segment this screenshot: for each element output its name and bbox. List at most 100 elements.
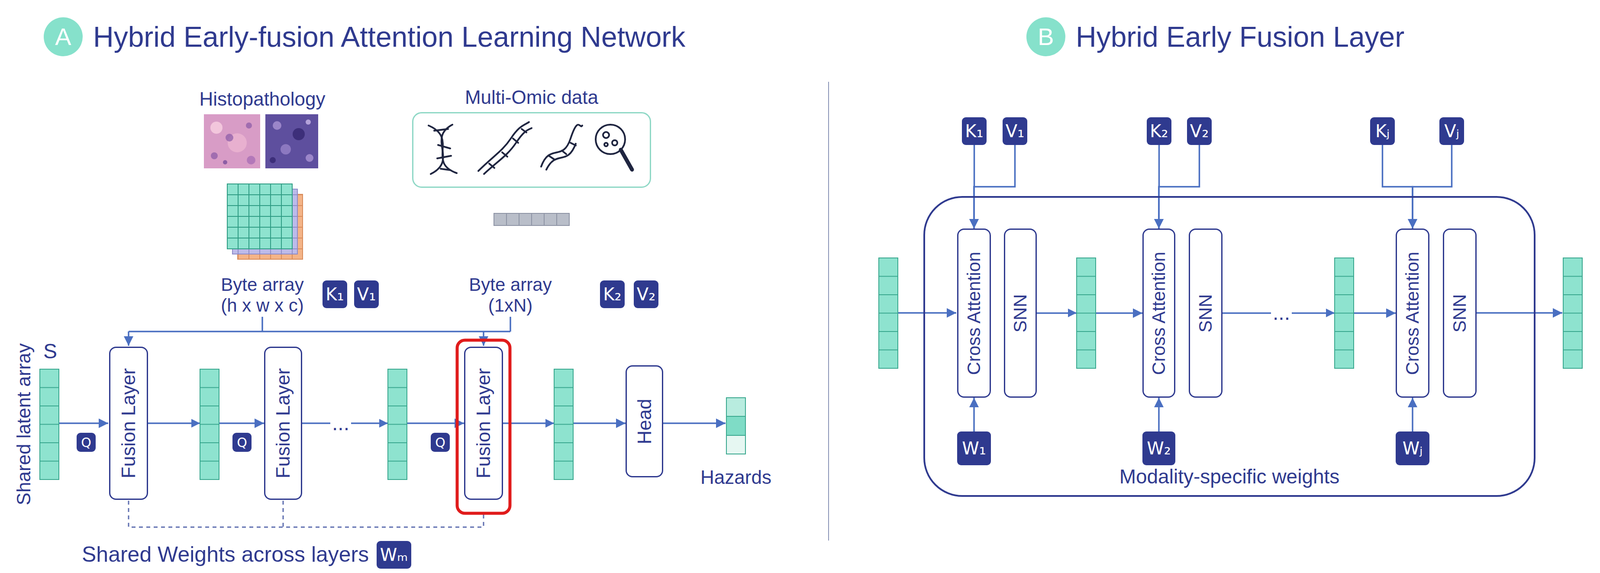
- arrow-connector: [1158, 397, 1160, 432]
- histology-tile: [210, 121, 223, 134]
- box-label: Cross Attention: [1402, 251, 1423, 375]
- badge-text: Kⱼ: [1375, 121, 1390, 141]
- histology-tile: [245, 122, 252, 129]
- panel-divider: [828, 81, 830, 541]
- input-label: Byte array (h x w x c): [214, 274, 311, 317]
- fusion-layer-box: Fusion Layer: [109, 346, 149, 500]
- input-bus: [128, 316, 511, 332]
- hazard-output: [726, 397, 746, 455]
- badge-letter: A: [54, 23, 71, 51]
- data-box-outline: [412, 112, 652, 188]
- ellipsis: ...: [1270, 300, 1292, 325]
- omic-icons: [483, 128, 532, 175]
- shared-weights-bracket: [128, 500, 484, 528]
- shared-weights-label: Shared Weights across layers: [81, 542, 369, 568]
- fusion-layer-box: Fusion Layer: [464, 346, 504, 500]
- flow-arrows: [59, 422, 109, 425]
- panel-badge: AHybrid Early-fusion Attention Learning …: [43, 17, 83, 57]
- omic-icons: [430, 124, 453, 175]
- fusion-layer-group: Modality-specific weights Cross Attention…: [923, 196, 1536, 497]
- arrow-connector: [1382, 145, 1413, 229]
- key-badge: Kⱼ: [1370, 117, 1395, 146]
- latent-array: [200, 369, 220, 480]
- input-bus: [127, 331, 130, 346]
- histology-tile: [265, 114, 319, 169]
- badge-text: Wⱼ: [1402, 438, 1423, 459]
- array-arrowhead: [191, 419, 200, 428]
- array-arrowhead: [1067, 308, 1077, 318]
- histology-tile: [210, 152, 218, 160]
- box-label: SNN: [1449, 293, 1470, 333]
- input-label: Byte array (1xN): [462, 274, 559, 317]
- omic-icons: [612, 140, 618, 146]
- latent-array: [1563, 258, 1583, 369]
- latent-array: [1334, 258, 1354, 369]
- fusion-layer-box: Fusion Layer: [264, 346, 303, 500]
- omic-icons: [620, 149, 633, 170]
- box-label: SNN: [1010, 293, 1031, 333]
- omic-vector: [493, 213, 570, 226]
- highlight-frame: [457, 340, 510, 514]
- panel-divider: [828, 81, 830, 541]
- weight-badge: W₁: [957, 431, 991, 466]
- panel-badge: BHybrid Early Fusion Layer: [1026, 17, 1066, 57]
- histology-tile: [269, 157, 276, 164]
- weight-badge: Wⱼ: [1395, 431, 1430, 466]
- histology-tile: [305, 119, 311, 125]
- flow-arrows: [663, 422, 726, 425]
- weight-badge: W₂: [1142, 431, 1176, 466]
- box-label: Fusion Layer: [272, 368, 294, 479]
- cross-attention-box: Cross Attention: [1395, 228, 1430, 398]
- omic-vector: [506, 213, 557, 226]
- badge-text: Vⱼ: [1444, 121, 1459, 141]
- omic-icons: [541, 124, 583, 167]
- cross-attention-box: Cross Attention: [957, 228, 991, 398]
- omic-icons: [489, 129, 527, 168]
- panel-title: Hybrid Early-fusion Attention Learning N…: [93, 21, 686, 53]
- value-badge: V₁: [354, 280, 379, 309]
- highlight-frame: [457, 340, 510, 514]
- box-label: Cross Attention: [1148, 251, 1169, 375]
- array-label: Shared latent array: [12, 343, 36, 506]
- badge-text: V₂: [1190, 121, 1209, 141]
- output-label: Hazards: [700, 466, 772, 489]
- array-arrowhead: [1325, 308, 1335, 318]
- histology-tile: [225, 133, 234, 142]
- badge-text: Q: [80, 435, 92, 450]
- query-badge: Q: [232, 432, 252, 452]
- badge-text: K₁: [325, 284, 344, 304]
- input-bus: [128, 316, 511, 346]
- histology-tile: [305, 154, 314, 162]
- arrow-connector: [973, 397, 975, 432]
- histology-tile: [292, 128, 305, 141]
- badge-text: V₁: [1005, 121, 1025, 141]
- latent-array: [878, 258, 898, 369]
- badge-text: Q: [236, 435, 248, 450]
- badge-text: W₁: [961, 438, 987, 459]
- array-arrowhead: [379, 419, 388, 428]
- array-arrowhead: [545, 419, 555, 428]
- badge-text: V₁: [357, 284, 376, 304]
- value-badge: V₁: [1002, 117, 1028, 146]
- box-label: SNN: [1195, 293, 1216, 333]
- group-label: Modality-specific weights: [925, 465, 1534, 489]
- ellipsis: ...: [330, 411, 352, 436]
- panel-title: Hybrid Early Fusion Layer: [1075, 21, 1405, 53]
- box-label: Cross Attention: [964, 251, 984, 375]
- badge-text: Wₘ: [380, 545, 408, 565]
- key-badge: K₁: [961, 117, 987, 146]
- key-badge: K₁: [322, 280, 348, 309]
- array-symbol: S: [43, 339, 58, 364]
- box-heading: Multi-Omic data: [412, 86, 652, 109]
- histology-tile: [246, 155, 256, 165]
- query-badge: Q: [430, 432, 450, 452]
- arrow-connector: [1412, 145, 1452, 229]
- arrow-connector: [1411, 397, 1414, 432]
- key-badge: K₂: [600, 280, 625, 309]
- image-heading: Histopathology: [199, 88, 326, 111]
- badge-text: W₂: [1146, 438, 1171, 459]
- key-badge: K₂: [1146, 117, 1172, 146]
- snn-box: SNN: [1188, 228, 1223, 398]
- histology-tile: [203, 114, 261, 169]
- data-group-box: Multi-Omic data: [412, 86, 652, 188]
